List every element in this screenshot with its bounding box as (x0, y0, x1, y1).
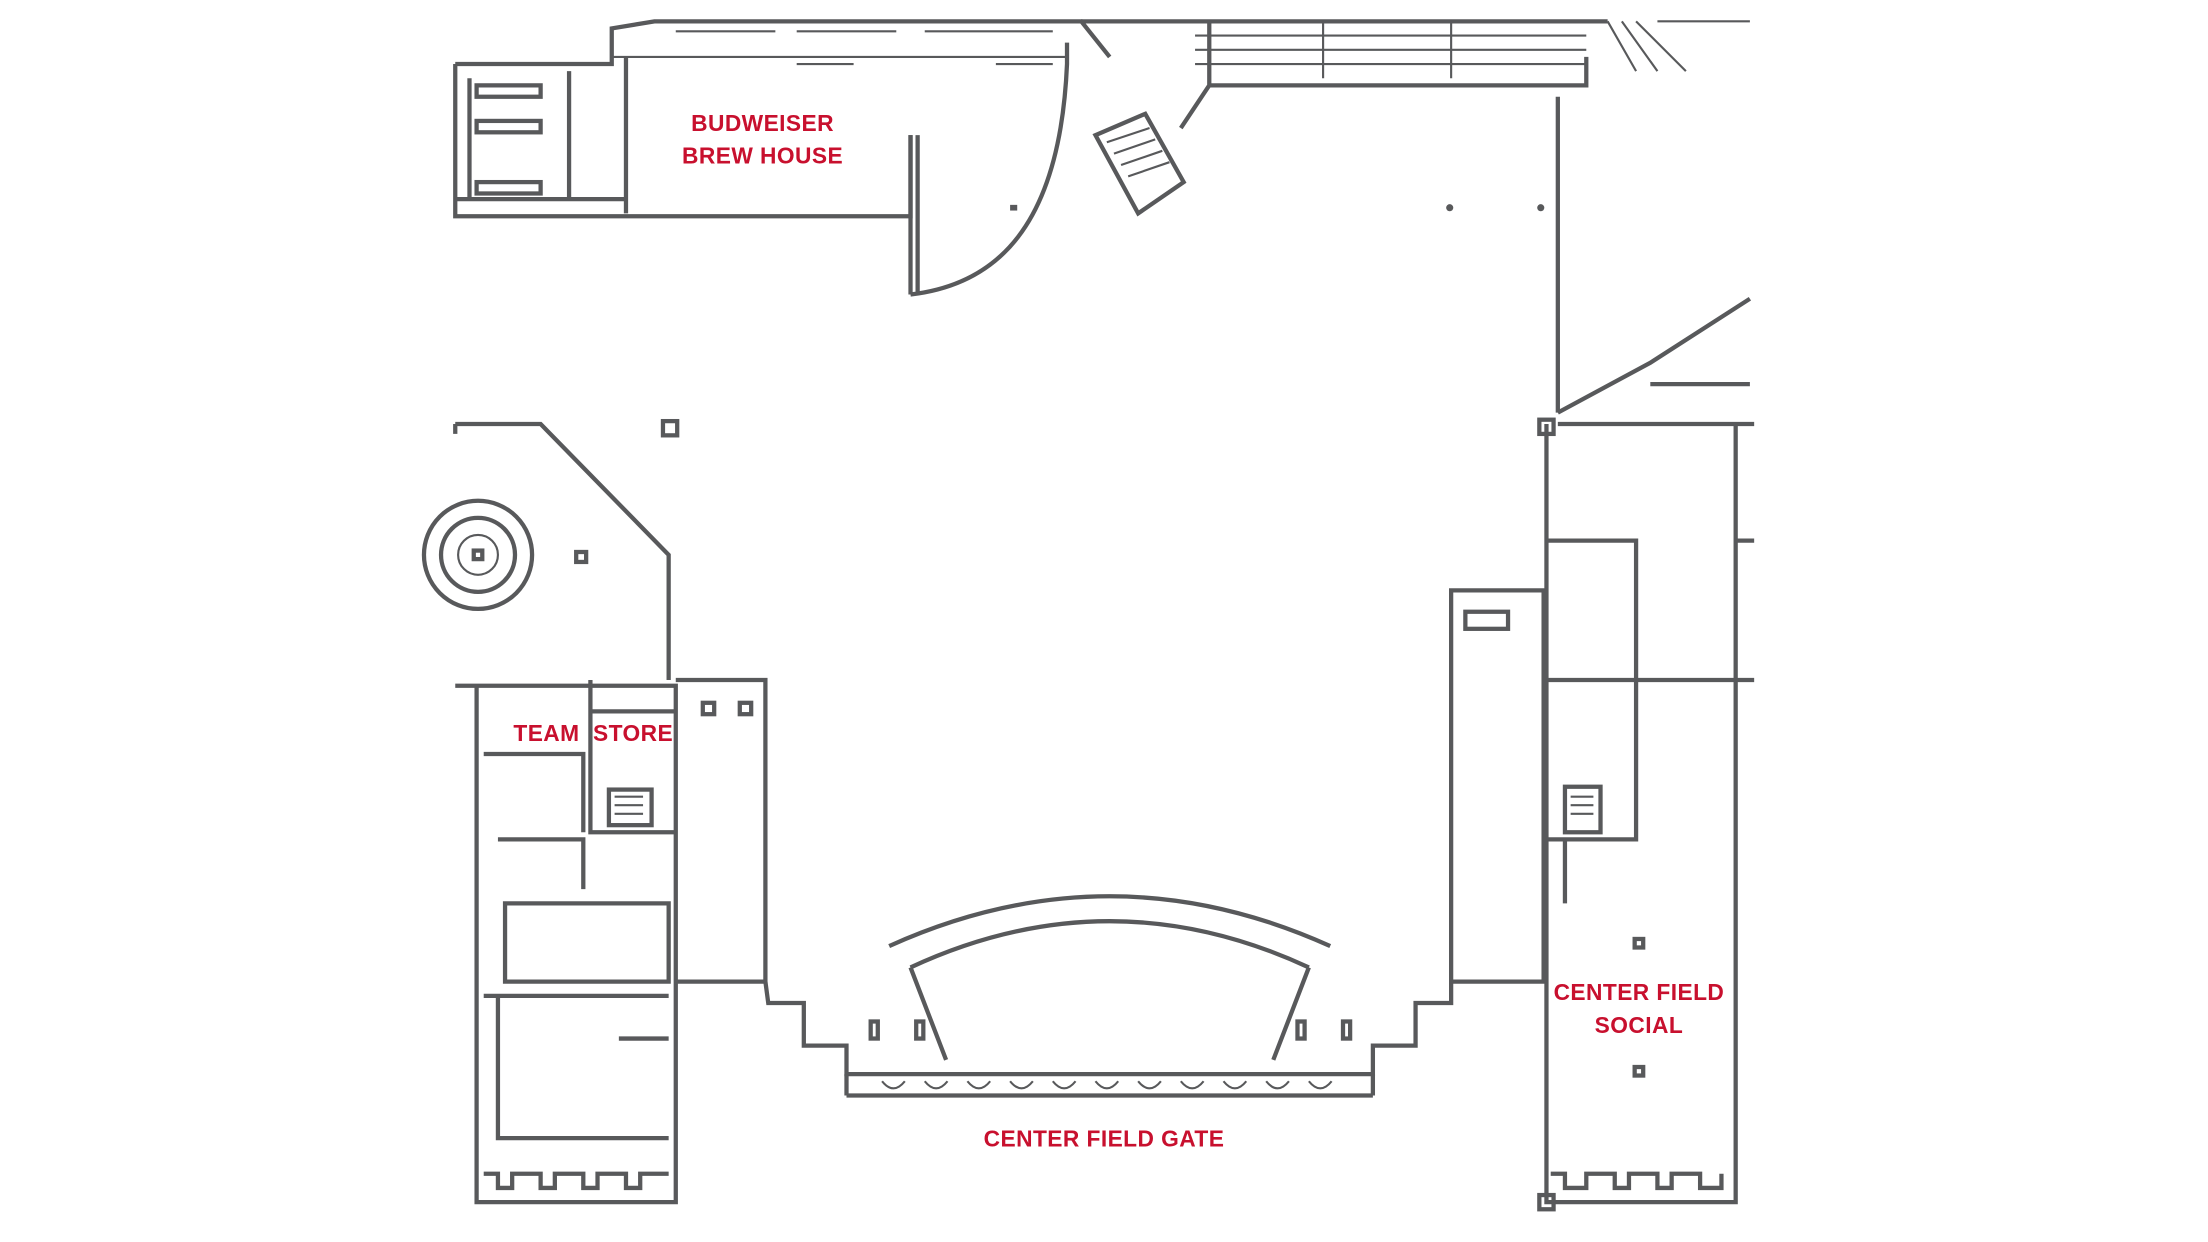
team-store-label: TEAM STORE (513, 720, 673, 746)
center-field-social-building (1449, 296, 1755, 1212)
brew-house-label-line1: BUDWEISER (691, 110, 834, 136)
center-field-social-label-line1: CENTER FIELD (1554, 979, 1725, 1005)
center-field-gate-label: CENTER FIELD GATE (984, 1126, 1225, 1152)
team-store-building (421, 418, 768, 1205)
brew-house-label-line2: BREW HOUSE (682, 143, 843, 169)
center-field-gate-structure (763, 894, 1454, 1098)
center-field-social-label-line2: SOCIAL (1595, 1012, 1684, 1038)
brew-house-building (453, 19, 1750, 413)
